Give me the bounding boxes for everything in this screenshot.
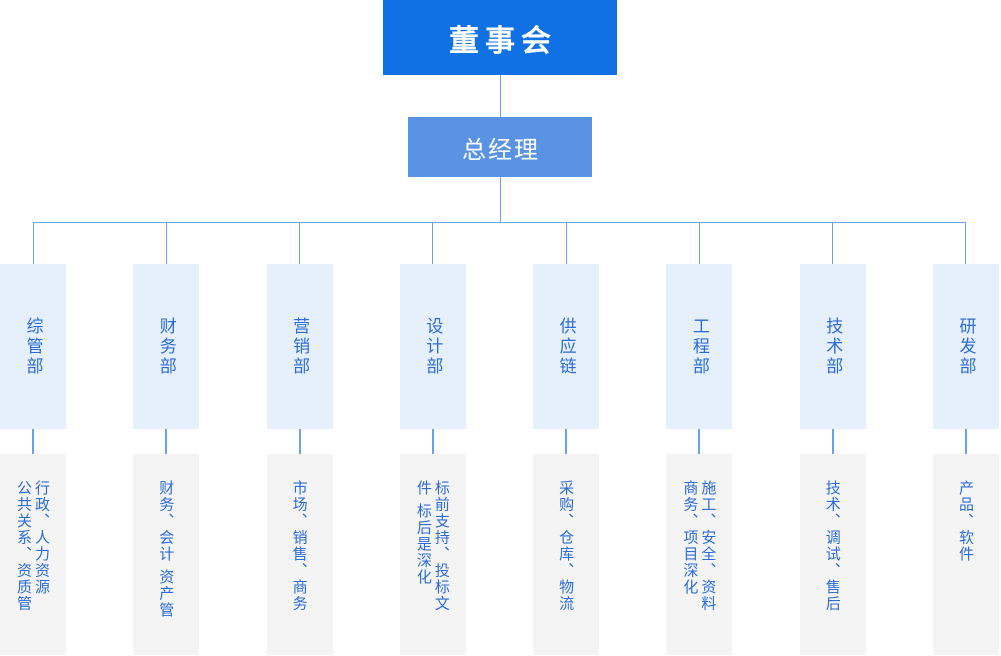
department-node: 技术部 [799,264,866,429]
department-column: 设计部 标前支持、投标文件 标后是深化 [399,222,466,655]
departments-row: 综管部 行政、人力资源公共关系、资质管 财务部 财务、会计 资产管 营销部 市场… [0,222,999,655]
board-node: 董事会 [383,0,617,75]
department-node: 供应链 [533,264,600,429]
general-manager-node: 总经理 [408,117,592,177]
department-node: 设计部 [399,264,466,429]
detail-text-line: 商务、项目深化 [681,480,700,596]
department-detail-connector [431,429,434,454]
detail-text-line: 件 标后是深化 [414,480,433,586]
department-connector-top [565,222,567,264]
department-label: 供应链 [555,316,576,377]
department-connector-top [698,222,700,264]
department-detail-connector [32,429,34,454]
department-label: 研发部 [955,316,976,377]
department-detail-connector [298,429,301,454]
department-label: 财务部 [155,316,176,377]
department-node: 工程部 [666,264,733,429]
detail-text-line: 采购、仓库、物流 [557,480,576,612]
department-connector-top [32,222,34,264]
detail-text: 标前支持、投标文件 标后是深化 [415,480,451,655]
detail-text-line: 公共关系、资质管 [15,480,33,612]
department-label: 营销部 [289,316,310,377]
department-detail-connector [165,429,168,454]
detail-node: 财务、会计 资产管 [133,454,200,655]
general-manager-label: 总经理 [462,135,540,164]
detail-node: 标前支持、投标文件 标后是深化 [399,454,466,655]
detail-text: 施工、安全、资料商务、项目深化 [681,480,717,655]
detail-text: 行政、人力资源公共关系、资质管 [15,480,51,655]
department-column: 供应链 采购、仓库、物流 [533,222,600,655]
detail-text-line: 标前支持、投标文 [432,480,451,612]
detail-text-line: 行政、人力资源 [33,480,51,596]
department-label: 设计部 [422,316,443,377]
department-column: 财务部 财务、会计 资产管 [133,222,200,655]
detail-text-line: 市场、销售、商务 [290,480,309,612]
department-detail-connector [964,429,967,454]
department-label: 技术部 [822,316,843,377]
detail-node: 市场、销售、商务 [266,454,333,655]
department-connector-top [165,222,167,264]
detail-text: 产品、软件 [957,480,975,655]
connector-board-gm [500,75,501,117]
department-connector-top [965,222,967,264]
department-node: 综管部 [0,264,66,429]
detail-text-line: 施工、安全、资料 [699,480,718,612]
department-column: 研发部 产品、软件 [932,222,999,655]
department-detail-connector [565,429,568,454]
detail-node: 行政、人力资源公共关系、资质管 [0,454,66,655]
detail-node: 采购、仓库、物流 [533,454,600,655]
detail-text: 技术、调试、售后 [824,480,842,655]
department-column: 综管部 行政、人力资源公共关系、资质管 [0,222,66,655]
department-column: 营销部 市场、销售、商务 [266,222,333,655]
horizontal-connector [33,222,966,223]
department-connector-top [299,222,301,264]
detail-text: 财务、会计 资产管 [157,480,175,655]
board-label: 董事会 [449,23,557,59]
department-node: 营销部 [266,264,333,429]
department-label: 工程部 [688,316,709,377]
detail-text: 采购、仓库、物流 [557,480,575,655]
detail-text: 市场、销售、商务 [291,480,309,655]
department-connector-top [432,222,434,264]
department-node: 研发部 [932,264,999,429]
department-node: 财务部 [133,264,200,429]
department-connector-top [832,222,834,264]
detail-text-line: 技术、调试、售后 [823,480,842,612]
department-column: 技术部 技术、调试、售后 [799,222,866,655]
department-column: 工程部 施工、安全、资料商务、项目深化 [666,222,733,655]
connector-gm-trunk [500,177,501,222]
detail-node: 技术、调试、售后 [799,454,866,655]
detail-node: 产品、软件 [932,454,999,655]
detail-node: 施工、安全、资料商务、项目深化 [666,454,733,655]
detail-text-line: 财务、会计 资产管 [157,480,176,619]
department-detail-connector [831,429,834,454]
detail-text-line: 产品、软件 [956,480,975,563]
department-detail-connector [698,429,701,454]
department-label: 综管部 [22,316,43,377]
